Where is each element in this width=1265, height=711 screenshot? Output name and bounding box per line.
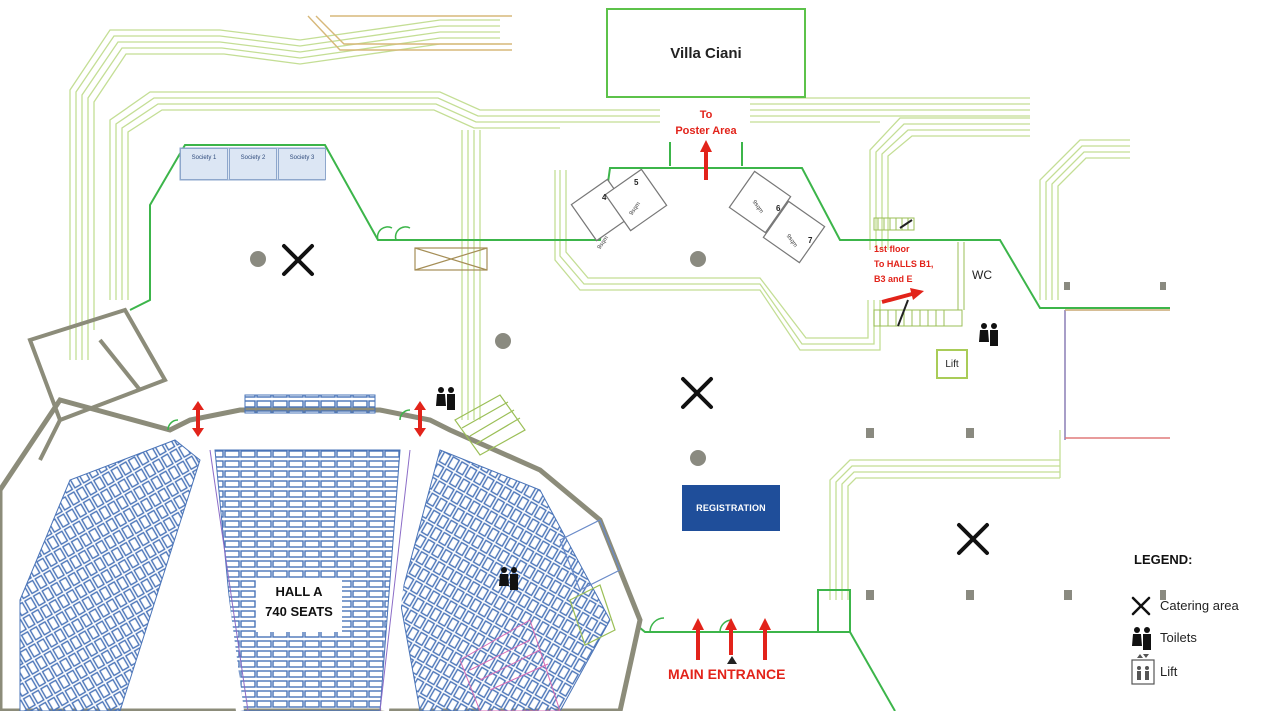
society-1-booth: Society 1: [180, 148, 228, 180]
poster-area-line2: Poster Area: [675, 125, 737, 137]
society-row: Society 1 Society 2 Society 3: [180, 148, 326, 180]
legend-toilets-label: Toilets: [1160, 630, 1197, 645]
registration-desk: REGISTRATION: [682, 485, 780, 531]
registration-label: REGISTRATION: [696, 503, 766, 513]
catering-icons: [282, 244, 1151, 616]
poster-area-label: To Poster Area: [658, 107, 754, 139]
entrance-marker: [727, 656, 737, 664]
legend-catering-label: Catering area: [1160, 598, 1239, 613]
room-6-number: 6: [776, 204, 781, 213]
direction-arrows: [192, 140, 924, 660]
rooms: [570, 168, 826, 264]
villa-ciani-label: Villa Ciani: [670, 44, 742, 62]
outer-corridors: [69, 19, 1130, 600]
first-floor-line1: 1st floor: [874, 244, 910, 254]
poster-area-line1: To: [699, 109, 713, 121]
legend-lift-icon: [1131, 654, 1155, 685]
stair-mark: [899, 219, 913, 229]
right-room: [1064, 309, 1170, 440]
legend-title: LEGEND:: [1134, 552, 1193, 567]
main-entrance-label: MAIN ENTRANCE: [668, 666, 786, 682]
villa-ciani-building: Villa Ciani: [606, 8, 806, 98]
room-5-number: 5: [634, 178, 639, 187]
tan-corridor: [307, 15, 512, 51]
society-2-booth: Society 2: [229, 148, 277, 180]
lift-label: Lift: [945, 358, 959, 370]
right-steps: [454, 394, 621, 646]
hall-a: [0, 394, 643, 711]
wc-label: WC: [972, 268, 992, 282]
columns: [250, 251, 1166, 600]
lift-box: Lift: [936, 349, 968, 379]
stairs-right: [873, 217, 965, 327]
stair-mark-2: [897, 299, 909, 327]
first-floor-label: 1st floor To HALLS B1, B3 and E: [874, 242, 933, 287]
escalator-block: [414, 247, 488, 271]
hall-a-seats: 740 SEATS: [265, 604, 333, 619]
hall-a-label: HALL A 740 SEATS: [256, 578, 342, 632]
hall-a-name: HALL A: [275, 584, 323, 599]
toilet-icons: [436, 323, 1151, 650]
society-3-booth: Society 3: [278, 148, 326, 180]
first-floor-line2: To HALLS B1,: [874, 259, 934, 269]
room-7-number: 7: [808, 236, 813, 245]
poster-doors: [669, 142, 743, 166]
room-4-number: 4: [602, 193, 607, 202]
legend-lift-label: Lift: [1160, 664, 1178, 679]
first-floor-line3: B3 and E: [874, 274, 913, 284]
left-service: [27, 307, 168, 461]
